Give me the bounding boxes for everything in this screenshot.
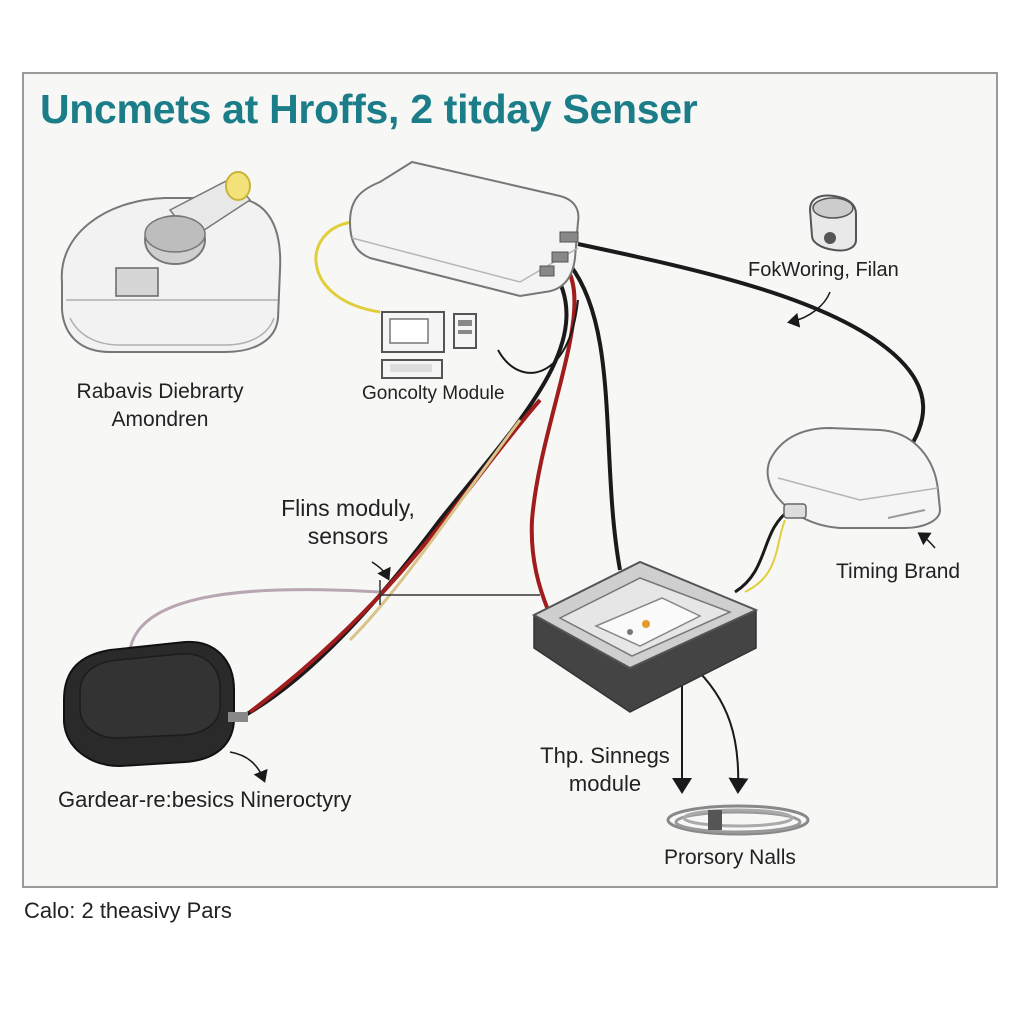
- label-fokworing: FokWoring, Filan: [748, 259, 899, 281]
- label-flins-line1: Flins moduly,: [281, 495, 415, 521]
- label-reservoir-line2: Amondren: [111, 408, 209, 431]
- wire-purple: [128, 588, 381, 651]
- diagram-title: Uncmets at Hroffs, 2 titday Senser: [40, 86, 698, 132]
- label-gondolty-module: Goncolty Module: [362, 383, 505, 404]
- wire-black-down-right: [691, 664, 749, 794]
- label-reservoir: Rabavis Diebrarty Amondren: [50, 378, 270, 434]
- label-prorsory-nalls: Prorsory Nalls: [664, 846, 796, 869]
- label-flins-module: Flins moduly, sensors: [258, 494, 438, 550]
- wire-yellow-loop: [314, 220, 381, 314]
- timing-device-illustration: [766, 426, 942, 529]
- label-flins-line2: sensors: [307, 523, 389, 549]
- arrow-gardear: [229, 751, 268, 783]
- small-sensor-illustration: [808, 194, 857, 252]
- black-box-illustration: [63, 640, 248, 768]
- label-timing-brand: Timing Brand: [836, 560, 961, 583]
- wire-tan: [348, 419, 522, 642]
- wire-black-gondolty: [497, 299, 579, 374]
- figure-caption: Calo: 2 theasivy Pars: [24, 898, 232, 923]
- label-gardear: Gardear-re:besics Nineroctyry: [58, 787, 352, 812]
- wire-red-bottomleft: [248, 398, 542, 714]
- arrow-timing: [917, 532, 936, 549]
- wire-black-center-right: [734, 508, 791, 594]
- label-thp-line1: Thp. Sinnegs: [540, 743, 670, 768]
- label-thp-sinnegs: Thp. Sinnegs module: [520, 742, 690, 798]
- wire-red-top-center: [529, 260, 577, 611]
- wire-black-top-bottomleft: [239, 266, 569, 720]
- center-module-illustration: [531, 560, 759, 713]
- label-reservoir-line1: Rabavis Diebrarty: [76, 380, 244, 403]
- reservoir-tank-illustration: [60, 171, 282, 353]
- wire-black-top-right: [577, 242, 926, 457]
- wire-black-top-center: [568, 263, 622, 571]
- gondolty-devices-illustration: [381, 311, 477, 379]
- arrow-flins: [371, 561, 391, 581]
- arrow-fokworing: [787, 291, 831, 328]
- wire-yellow-center-right: [744, 519, 786, 593]
- coil-cable-illustration: [666, 804, 810, 836]
- label-thp-line2: module: [568, 771, 642, 796]
- top-module-illustration: [348, 160, 580, 298]
